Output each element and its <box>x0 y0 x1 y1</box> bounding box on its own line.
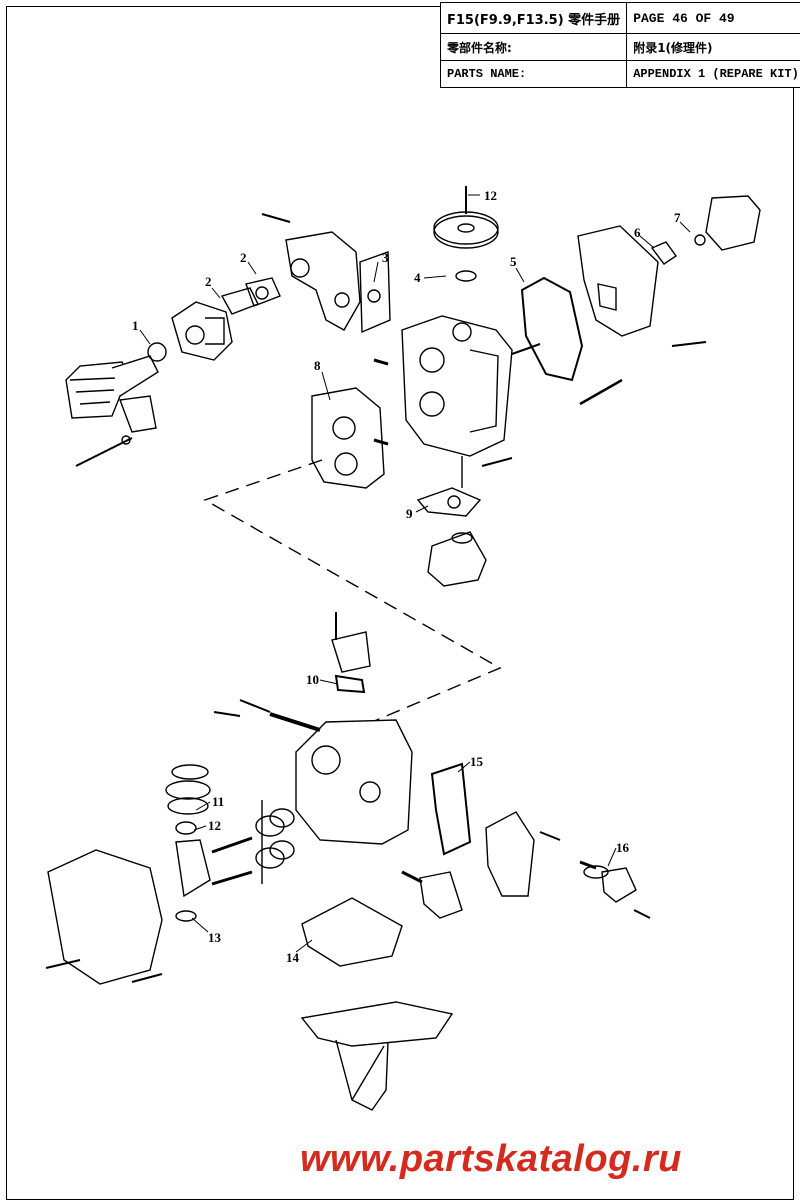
oil-pan <box>300 1001 454 1111</box>
callout-15: 15 <box>470 754 484 769</box>
title-block: F15(F9.9,F13.5) 零件手册 PAGE 46 OF 49 零部件名称… <box>439 2 800 88</box>
pistons <box>255 800 295 884</box>
callout-6: 6 <box>634 225 641 240</box>
callout-2b: 2 <box>240 250 247 265</box>
carburetor <box>171 277 281 361</box>
callout-13: 13 <box>208 930 222 945</box>
head-gasket <box>311 387 385 489</box>
exhaust-cover-gasket <box>430 762 472 856</box>
callout-7: 7 <box>674 210 681 225</box>
head-cover-gasket <box>520 276 584 382</box>
watermark: www.partskatalog.ru <box>300 1138 682 1180</box>
callout-11: 11 <box>212 794 224 809</box>
head-cover <box>577 225 659 337</box>
oil-filter <box>419 871 463 919</box>
callout-8: 8 <box>314 358 321 373</box>
thermostat-cover <box>705 195 761 251</box>
callout-3: 3 <box>382 250 389 265</box>
parts-name-label-en: PARTS NAME: <box>439 60 628 88</box>
callout-9: 9 <box>406 506 413 521</box>
anode-assembly <box>601 867 637 903</box>
callout-10: 10 <box>306 672 319 687</box>
crankshaft <box>165 764 253 922</box>
callout-2a: 2 <box>205 274 212 289</box>
oil-pump <box>427 531 487 587</box>
callout-14: 14 <box>286 950 300 965</box>
crankcase <box>213 612 413 845</box>
parts-name-value-cn: 附录1(修理件) <box>626 33 800 61</box>
callout-12a: 12 <box>484 188 497 203</box>
callout-numbers: 1 2 2 3 4 5 6 7 8 9 10 11 12 12 13 14 15… <box>132 188 681 965</box>
callout-4: 4 <box>414 270 421 285</box>
alignment-dashed-line <box>203 459 502 723</box>
parts-name-value-en: APPENDIX 1 (REPARE KIT) <box>626 60 800 88</box>
callout-12b: 12 <box>208 818 221 833</box>
intake-silencer <box>65 342 167 467</box>
drawing-frame <box>6 6 794 1200</box>
crankcase-cover <box>47 849 163 985</box>
cylinder-head <box>373 315 623 488</box>
callout-leaders <box>139 194 691 953</box>
page-number: PAGE 46 OF 49 <box>626 2 800 34</box>
exhaust-cover <box>485 811 535 897</box>
callout-16: 16 <box>616 840 630 855</box>
timing-pulley <box>433 186 499 282</box>
crankcase-gasket <box>301 897 403 967</box>
parts-name-label-cn: 零部件名称: <box>439 33 628 61</box>
callout-5: 5 <box>510 254 517 269</box>
intake-manifold <box>261 213 391 334</box>
callout-1: 1 <box>132 318 139 333</box>
